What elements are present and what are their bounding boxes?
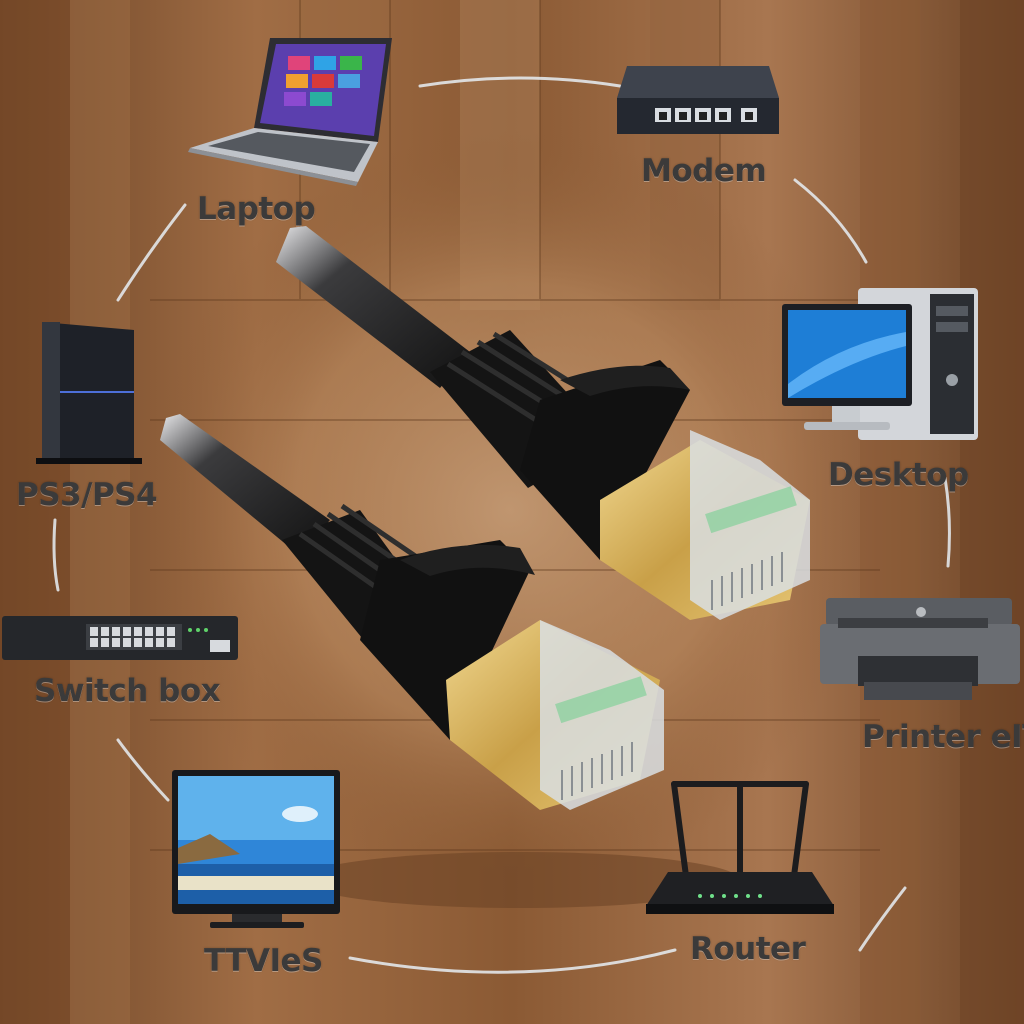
router-label: Router xyxy=(690,931,806,967)
printer-image xyxy=(820,598,1020,700)
desktop-label: Desktop xyxy=(828,457,969,493)
console-image xyxy=(36,322,142,464)
switch-box-label: Switch box xyxy=(34,673,221,709)
switch-box-image xyxy=(2,616,238,660)
ethernet-cable-bottom xyxy=(160,414,664,810)
router-image xyxy=(646,781,834,914)
console-label: PS3/PS4 xyxy=(16,477,158,513)
laptop-label: Laptop xyxy=(197,191,316,227)
printer-label: Printer eIT xyxy=(862,719,1024,755)
desktop-image xyxy=(782,288,978,440)
modem-image xyxy=(617,66,779,134)
modem-label: Modem xyxy=(641,153,767,189)
tv-image xyxy=(172,770,340,928)
laptop-image xyxy=(188,38,392,186)
tv-label: TTVIeS xyxy=(204,943,323,979)
ethernet-cable-top xyxy=(276,226,810,620)
